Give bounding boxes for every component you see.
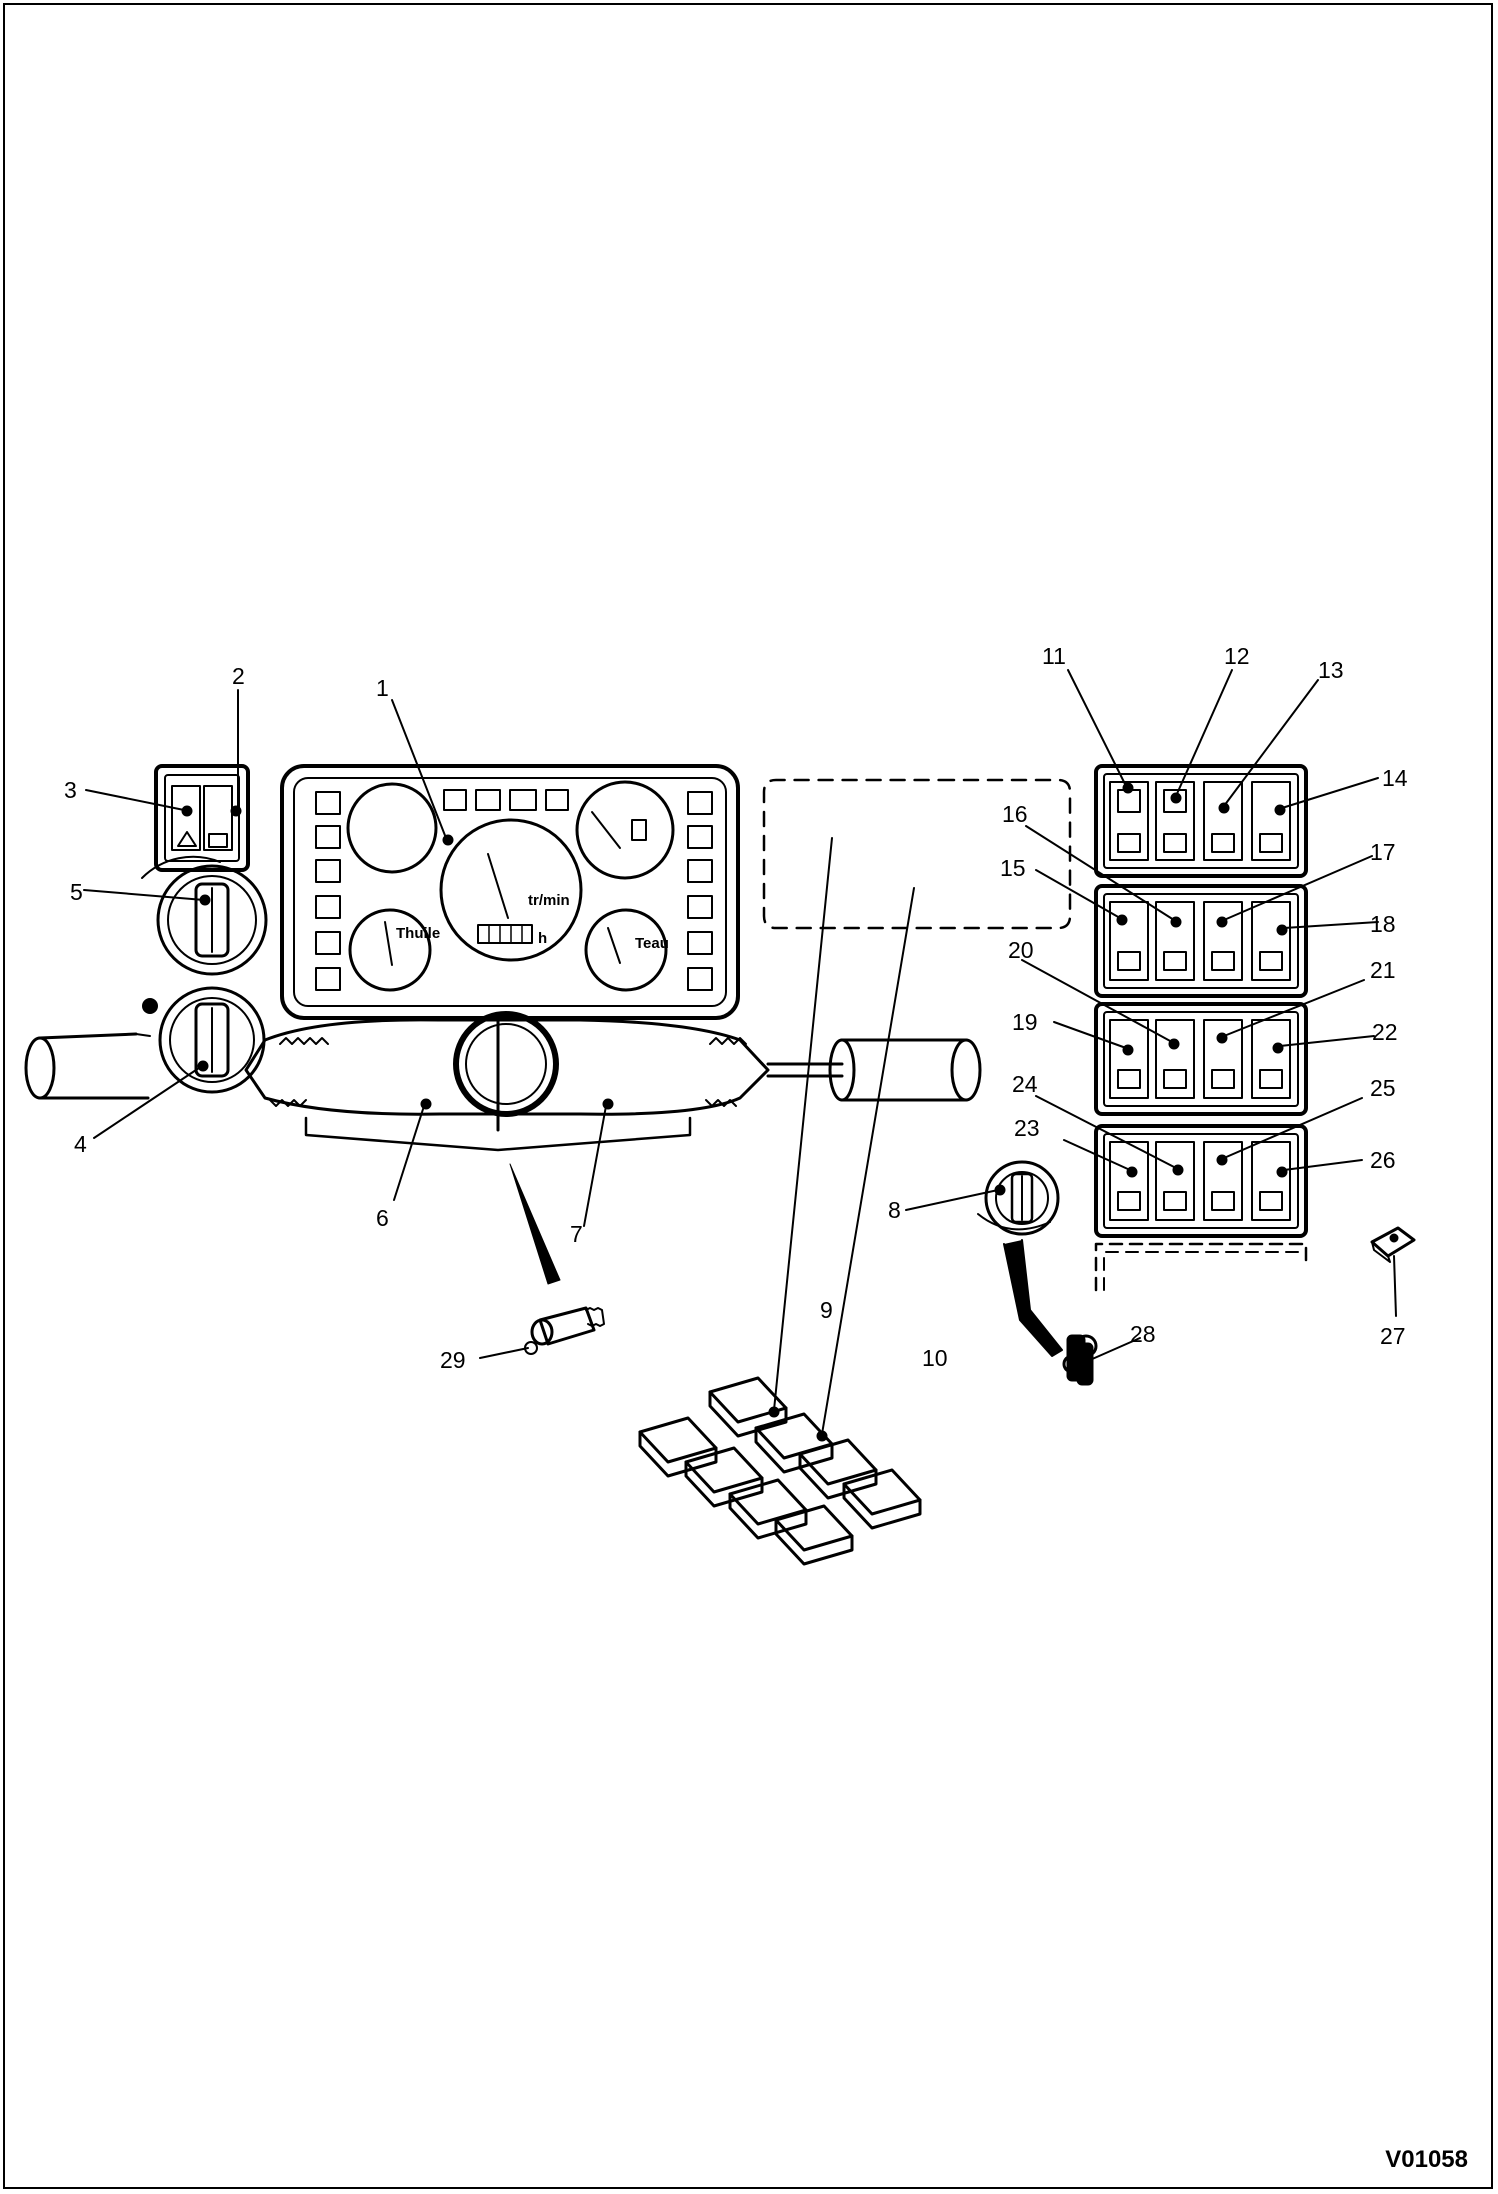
hazard-triangle-icon (177, 831, 197, 847)
blank-covers (638, 1376, 922, 1566)
tachometer: tr/min h (439, 818, 583, 962)
callout-27: 27 (1380, 1323, 1406, 1349)
callout-1: 1 (376, 675, 389, 701)
callout-2: 2 (232, 663, 245, 689)
callout-19: 19 (1012, 1009, 1038, 1035)
switch-panel-row-2 (1094, 884, 1308, 998)
oil-temperature-gauge: Thuile (348, 908, 440, 992)
hour-meter (477, 924, 533, 944)
hour-meter-unit: h (538, 930, 547, 947)
callout-5: 5 (70, 879, 83, 905)
callout-22: 22 (1372, 1019, 1398, 1045)
work-light-icon (208, 833, 228, 848)
callout-9: 9 (820, 1297, 833, 1323)
callout-17: 17 (1370, 839, 1396, 865)
right-control-stalk (766, 1038, 982, 1102)
coolant-temp-label: Teau (635, 935, 669, 952)
callout-29: 29 (440, 1347, 466, 1373)
callout-4: 4 (74, 1131, 87, 1157)
left-control-stalk (24, 1032, 151, 1100)
callout-14: 14 (1382, 765, 1408, 791)
drawing-frame (3, 3, 1493, 2189)
switch-panel-optional-outline (1094, 1242, 1308, 1292)
callout-23: 23 (1014, 1115, 1040, 1141)
callout-13: 13 (1318, 657, 1344, 683)
hazard-switch-box (154, 764, 250, 872)
figure-code: V01058 (1385, 2146, 1468, 2173)
callout-24: 24 (1012, 1071, 1038, 1097)
ignition-keys (1003, 1239, 1098, 1386)
callout-10: 10 (922, 1345, 948, 1371)
callout-25: 25 (1370, 1075, 1396, 1101)
steering-column-shroud (244, 1011, 770, 1152)
steering-hub-ring (453, 1011, 559, 1117)
blank-gauge (346, 782, 438, 874)
callout-12: 12 (1224, 643, 1250, 669)
fuel-gauge (575, 780, 675, 880)
coolant-temperature-gauge: Teau (584, 908, 669, 992)
fuse-clip (1370, 1226, 1416, 1263)
callout-15: 15 (1000, 855, 1026, 881)
leader-lines (83, 669, 1397, 1435)
callout-18: 18 (1370, 911, 1396, 937)
optional-module-outline (762, 778, 1072, 930)
ignition-switch (977, 1160, 1060, 1236)
switch-panel-row-4 (1094, 1124, 1308, 1238)
callout-6: 6 (376, 1205, 389, 1231)
callout-20: 20 (1008, 937, 1034, 963)
rpm-label: tr/min (528, 892, 570, 909)
callout-8: 8 (888, 1197, 901, 1223)
callout-26: 26 (1370, 1147, 1396, 1173)
callout-21: 21 (1370, 957, 1396, 983)
instrument-cluster: tr/min h Thuile Teau (280, 764, 740, 1020)
rotary-knob-upper (141, 855, 268, 976)
callout-7: 7 (570, 1221, 583, 1247)
rotary-knob-lower (142, 986, 266, 1094)
callout-16: 16 (1002, 801, 1028, 827)
switch-panel-row-1 (1094, 764, 1308, 878)
switch-panel-row-3 (1094, 1002, 1308, 1116)
callout-11: 11 (1042, 643, 1066, 669)
callout-3: 3 (64, 777, 77, 803)
callout-numbers: 1 2 3 4 5 6 7 8 9 10 11 12 13 14 15 16 1… (64, 643, 1408, 1373)
callout-28: 28 (1130, 1321, 1156, 1347)
oil-temp-label: Thuile (396, 925, 440, 942)
